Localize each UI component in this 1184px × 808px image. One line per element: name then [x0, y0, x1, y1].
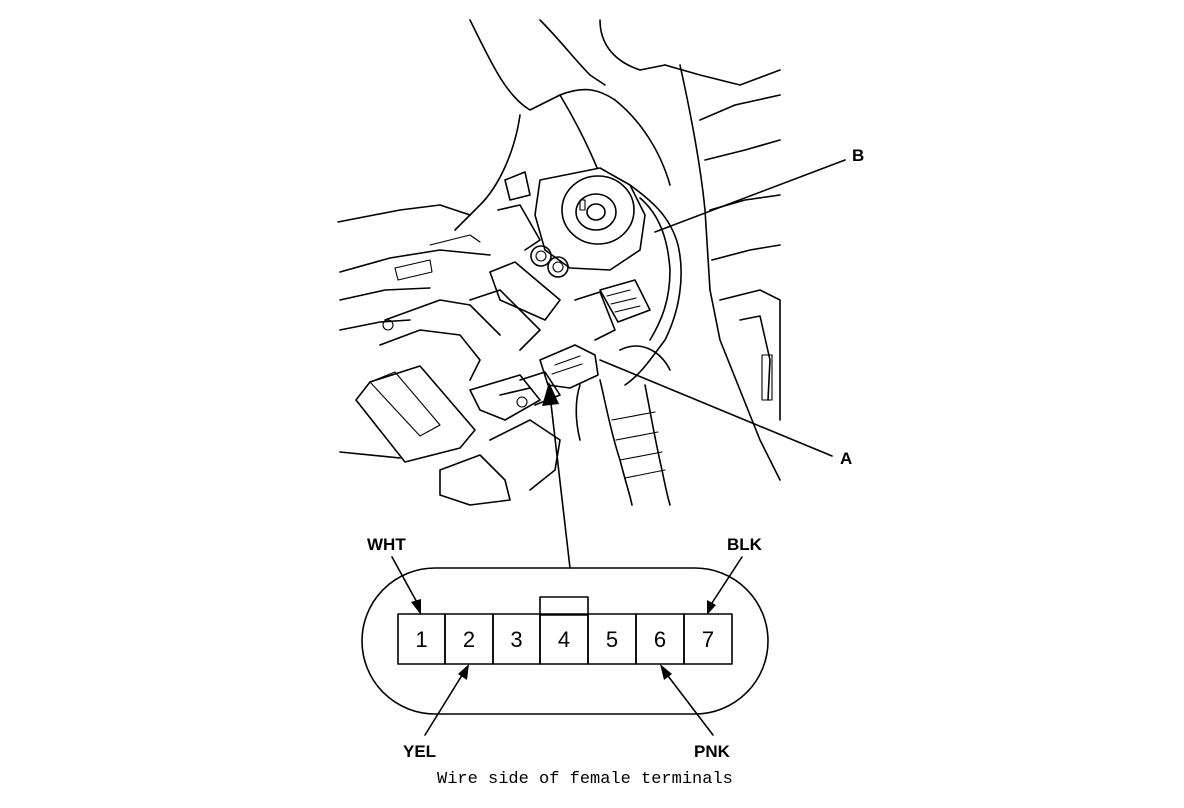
- wire-label-yel: YEL: [403, 742, 436, 761]
- connector-face: 1 2 3 4 5 6 7: [361, 567, 769, 715]
- pin-cell-4: 4: [539, 613, 589, 665]
- connector-pointer-arrow: [542, 382, 571, 569]
- wire-leader-pnk: [660, 664, 714, 736]
- steering-column-illustration: [337, 19, 781, 506]
- pin-cell-2: 2: [444, 613, 494, 665]
- wire-label-pnk: PNK: [694, 742, 731, 761]
- svg-text:5: 5: [606, 627, 618, 652]
- pin-cell-1: 1: [397, 613, 446, 665]
- wire-label-blk: BLK: [727, 535, 763, 554]
- svg-text:6: 6: [654, 627, 666, 652]
- pin-cell-3: 3: [492, 613, 541, 665]
- wire-leader-yel: [424, 664, 469, 736]
- svg-text:4: 4: [558, 627, 570, 652]
- wire-leader-wht: [391, 556, 421, 615]
- callout-b: B: [852, 146, 864, 165]
- svg-text:1: 1: [415, 627, 427, 652]
- svg-text:7: 7: [702, 627, 714, 652]
- svg-text:3: 3: [510, 627, 522, 652]
- wire-label-wht: WHT: [367, 535, 406, 554]
- svg-text:2: 2: [463, 627, 475, 652]
- wire-leader-blk: [707, 556, 743, 615]
- leader-line-b: [654, 159, 846, 233]
- leader-line-a: [599, 359, 833, 457]
- callout-a: A: [840, 449, 852, 468]
- pin-cell-5: 5: [587, 613, 637, 665]
- pin-cell-7: 7: [683, 613, 733, 665]
- connector-caption: Wire side of female terminals: [437, 770, 733, 789]
- pin-cell-6: 6: [635, 613, 685, 665]
